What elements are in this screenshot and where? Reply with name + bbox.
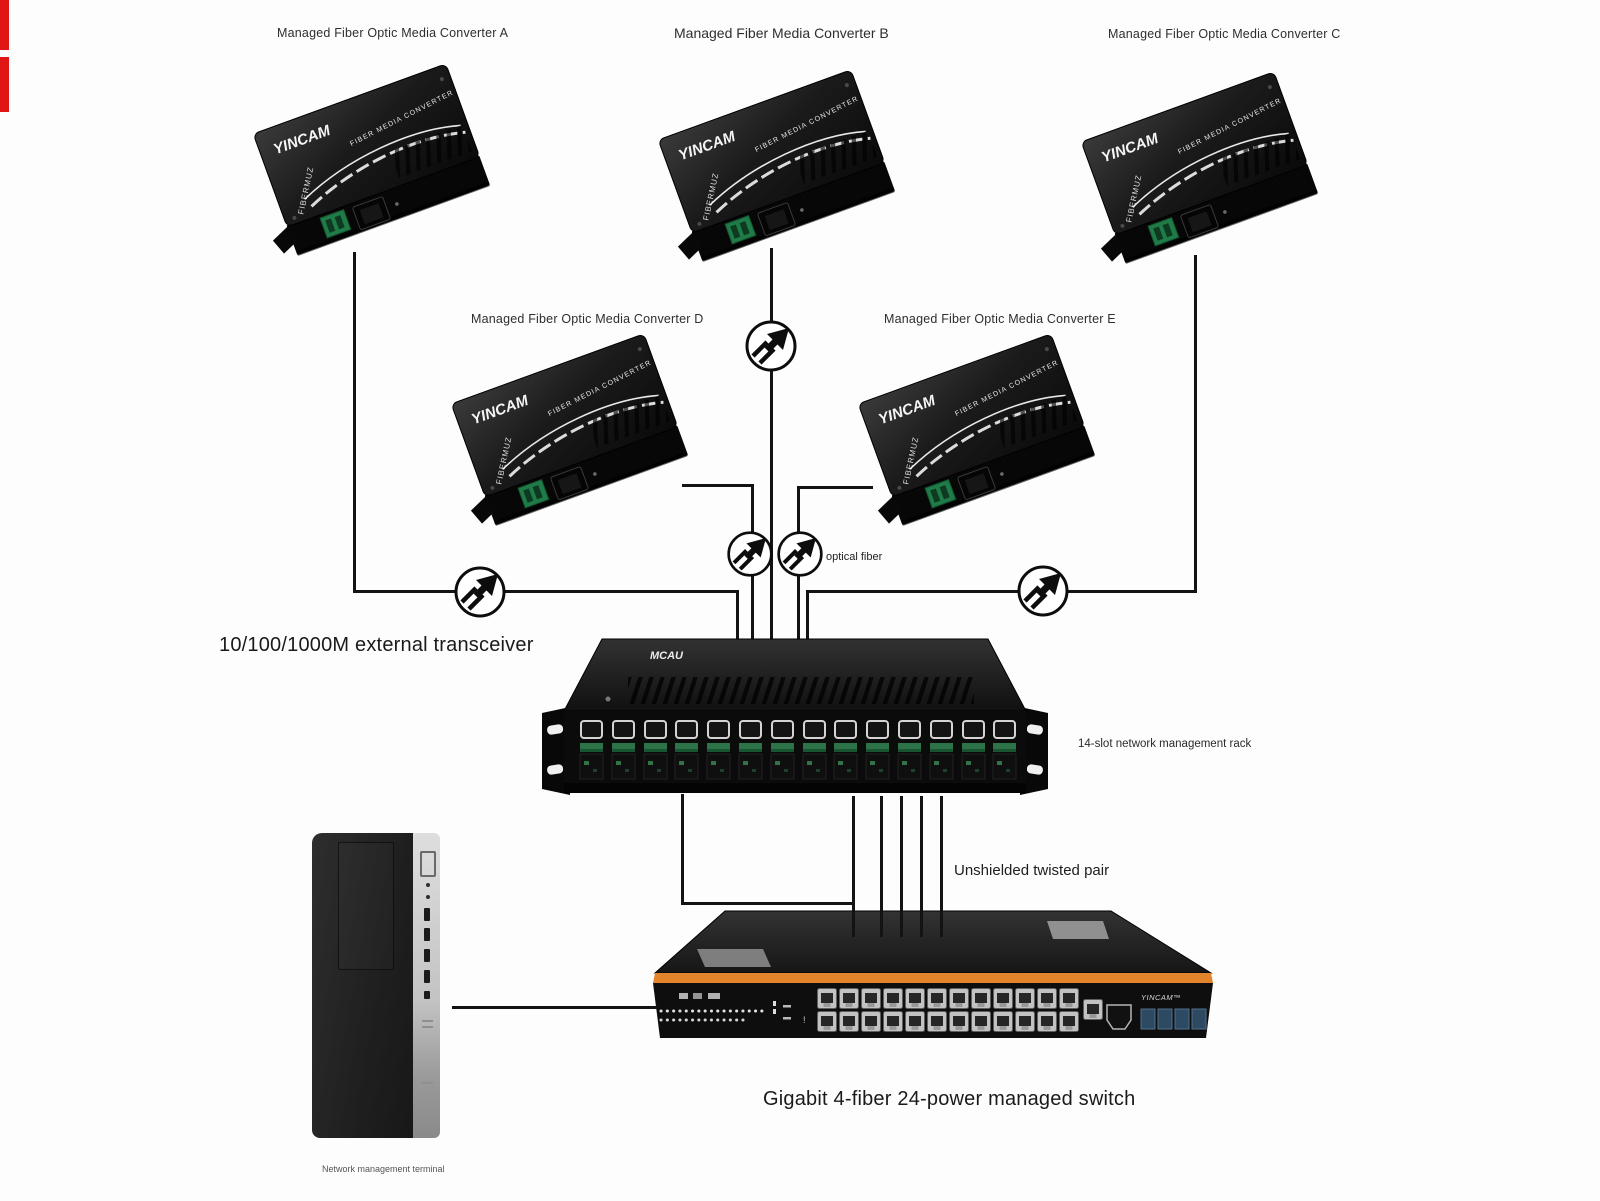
utp-line (940, 796, 943, 937)
pc-tower (312, 833, 413, 1138)
fiber-connector-icon (776, 530, 824, 578)
uplink-port (1083, 999, 1103, 1020)
power-button (420, 851, 436, 877)
external-transceiver-label: 10/100/1000M external transceiver (219, 634, 534, 656)
usb-port (424, 928, 430, 941)
connection-line-e (797, 486, 873, 489)
switch-logo: YINCAM™ (1141, 993, 1181, 1002)
warning-glyph: ! (803, 1015, 806, 1025)
media-converter-c (1068, 70, 1333, 270)
media-converter-d (438, 332, 703, 532)
rack-logo: MCAU (650, 650, 684, 662)
converter-e-label: Managed Fiber Optic Media Converter E (884, 312, 1116, 326)
fiber-connector-icon (744, 319, 798, 373)
usb-port (424, 908, 430, 921)
sfp-port (1140, 1008, 1156, 1030)
media-converter-a (240, 62, 505, 262)
converter-b-label: Managed Fiber Media Converter B (674, 25, 889, 41)
rack-device: MCAU (542, 638, 1048, 795)
sfp-port (1174, 1008, 1190, 1030)
connection-line-c (806, 590, 1197, 593)
optical-fiber-label: optical fiber (826, 551, 883, 563)
utp-line (681, 902, 855, 905)
fiber-connector-icon (453, 565, 507, 619)
screen-edge-artifact (0, 57, 9, 112)
utp-line (920, 796, 923, 937)
console-port (1106, 1004, 1132, 1030)
utp-line (852, 796, 855, 937)
utp-line (880, 796, 883, 937)
switch-label: Gigabit 4-fiber 24-power managed switch (763, 1088, 1136, 1110)
switch-top-label (697, 949, 771, 967)
sfp-port (1157, 1008, 1173, 1030)
switch-top-label (1047, 921, 1109, 939)
fiber-connector-icon (726, 530, 774, 578)
switch-accent-stripe (653, 973, 1213, 983)
connection-line-d (682, 484, 754, 487)
switch-device: ! YINCAM™ (653, 910, 1213, 1038)
pc-to-switch-line (452, 1006, 658, 1009)
usb-port (424, 991, 430, 999)
pc-vent (422, 1020, 433, 1022)
connection-line-a (353, 252, 356, 593)
pc-side-panel (338, 842, 394, 970)
pc-vent (422, 1026, 433, 1028)
utp-label: Unshielded twisted pair (954, 862, 1110, 879)
usb-port (424, 949, 430, 962)
connection-line-b (770, 248, 773, 644)
fiber-connector-icon (1016, 564, 1070, 618)
pc-led (426, 895, 430, 899)
converter-a-label: Managed Fiber Optic Media Converter A (277, 26, 509, 40)
converter-c-label: Managed Fiber Optic Media Converter C (1108, 27, 1341, 41)
media-converter-e (845, 332, 1110, 532)
sfp-port (1191, 1008, 1207, 1030)
media-converter-b (645, 68, 910, 268)
connection-line-c (806, 590, 809, 644)
terminal-label: Network management terminal (322, 1164, 445, 1174)
screen-edge-artifact (0, 0, 9, 50)
connection-line-a (353, 590, 739, 593)
pc-front-strip (413, 833, 440, 1138)
connection-line-a (736, 590, 739, 644)
rack-label: 14-slot network management rack (1078, 738, 1252, 750)
converter-d-label: Managed Fiber Optic Media Converter D (471, 312, 704, 326)
utp-line (681, 794, 684, 905)
utp-line (900, 796, 903, 937)
pc-led (426, 883, 430, 887)
usb-port (424, 970, 430, 983)
connection-line-c (1194, 255, 1197, 593)
pc-vent (422, 1082, 433, 1084)
